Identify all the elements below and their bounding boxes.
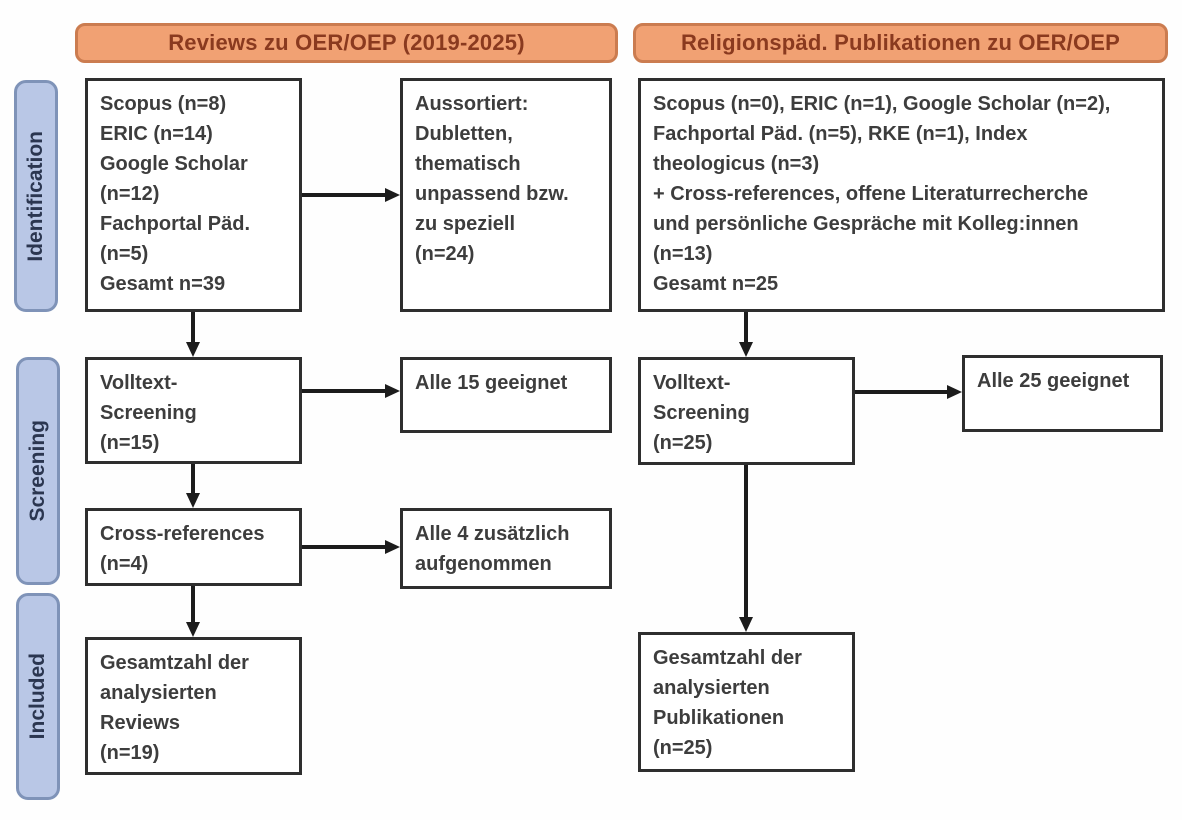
stage-label-identification: Identification	[14, 80, 58, 312]
arrow-left-crossref-to-included	[186, 586, 200, 637]
box-left-cross-references-result: Alle 4 zusätzlich aufgenommen	[400, 508, 612, 589]
column-header-reviews: Reviews zu OER/OEP (2019-2025)	[75, 23, 618, 63]
stage-label-identification-text: Identification	[24, 130, 47, 262]
arrow-left-fulltext-to-crossref	[186, 464, 200, 508]
column-header-religionspaed: Religionspäd. Publikationen zu OER/OEP	[633, 23, 1168, 63]
box-left-excluded: Aussortiert: Dubletten, thematisch unpas…	[400, 78, 612, 312]
box-right-fulltext-screening: Volltext- Screening (n=25)	[638, 357, 855, 465]
arrow-left-sources-to-excluded	[302, 188, 400, 202]
arrow-right-fulltext-to-result	[855, 385, 962, 399]
box-left-sources: Scopus (n=8) ERIC (n=14) Google Scholar …	[85, 78, 302, 312]
stage-label-included-text: Included	[26, 653, 49, 740]
box-left-fulltext-result: Alle 15 geeignet	[400, 357, 612, 433]
box-left-fulltext-screening: Volltext- Screening (n=15)	[85, 357, 302, 464]
arrow-right-fulltext-to-included	[739, 465, 753, 632]
arrow-left-fulltext-to-result	[302, 384, 400, 398]
arrow-left-crossref-to-result	[302, 540, 400, 554]
box-right-included-total: Gesamtzahl der analysierten Publikatione…	[638, 632, 855, 772]
box-right-fulltext-result: Alle 25 geeignet	[962, 355, 1163, 432]
stage-label-screening-text: Screening	[26, 420, 49, 522]
stage-label-included: Included	[16, 593, 60, 800]
box-left-cross-references: Cross-references (n=4)	[85, 508, 302, 586]
box-left-included-total: Gesamtzahl der analysierten Reviews (n=1…	[85, 637, 302, 775]
arrow-right-sources-to-fulltext	[739, 312, 753, 357]
arrow-left-sources-to-fulltext	[186, 312, 200, 357]
box-right-sources: Scopus (n=0), ERIC (n=1), Google Scholar…	[638, 78, 1165, 312]
stage-label-screening: Screening	[16, 357, 60, 585]
